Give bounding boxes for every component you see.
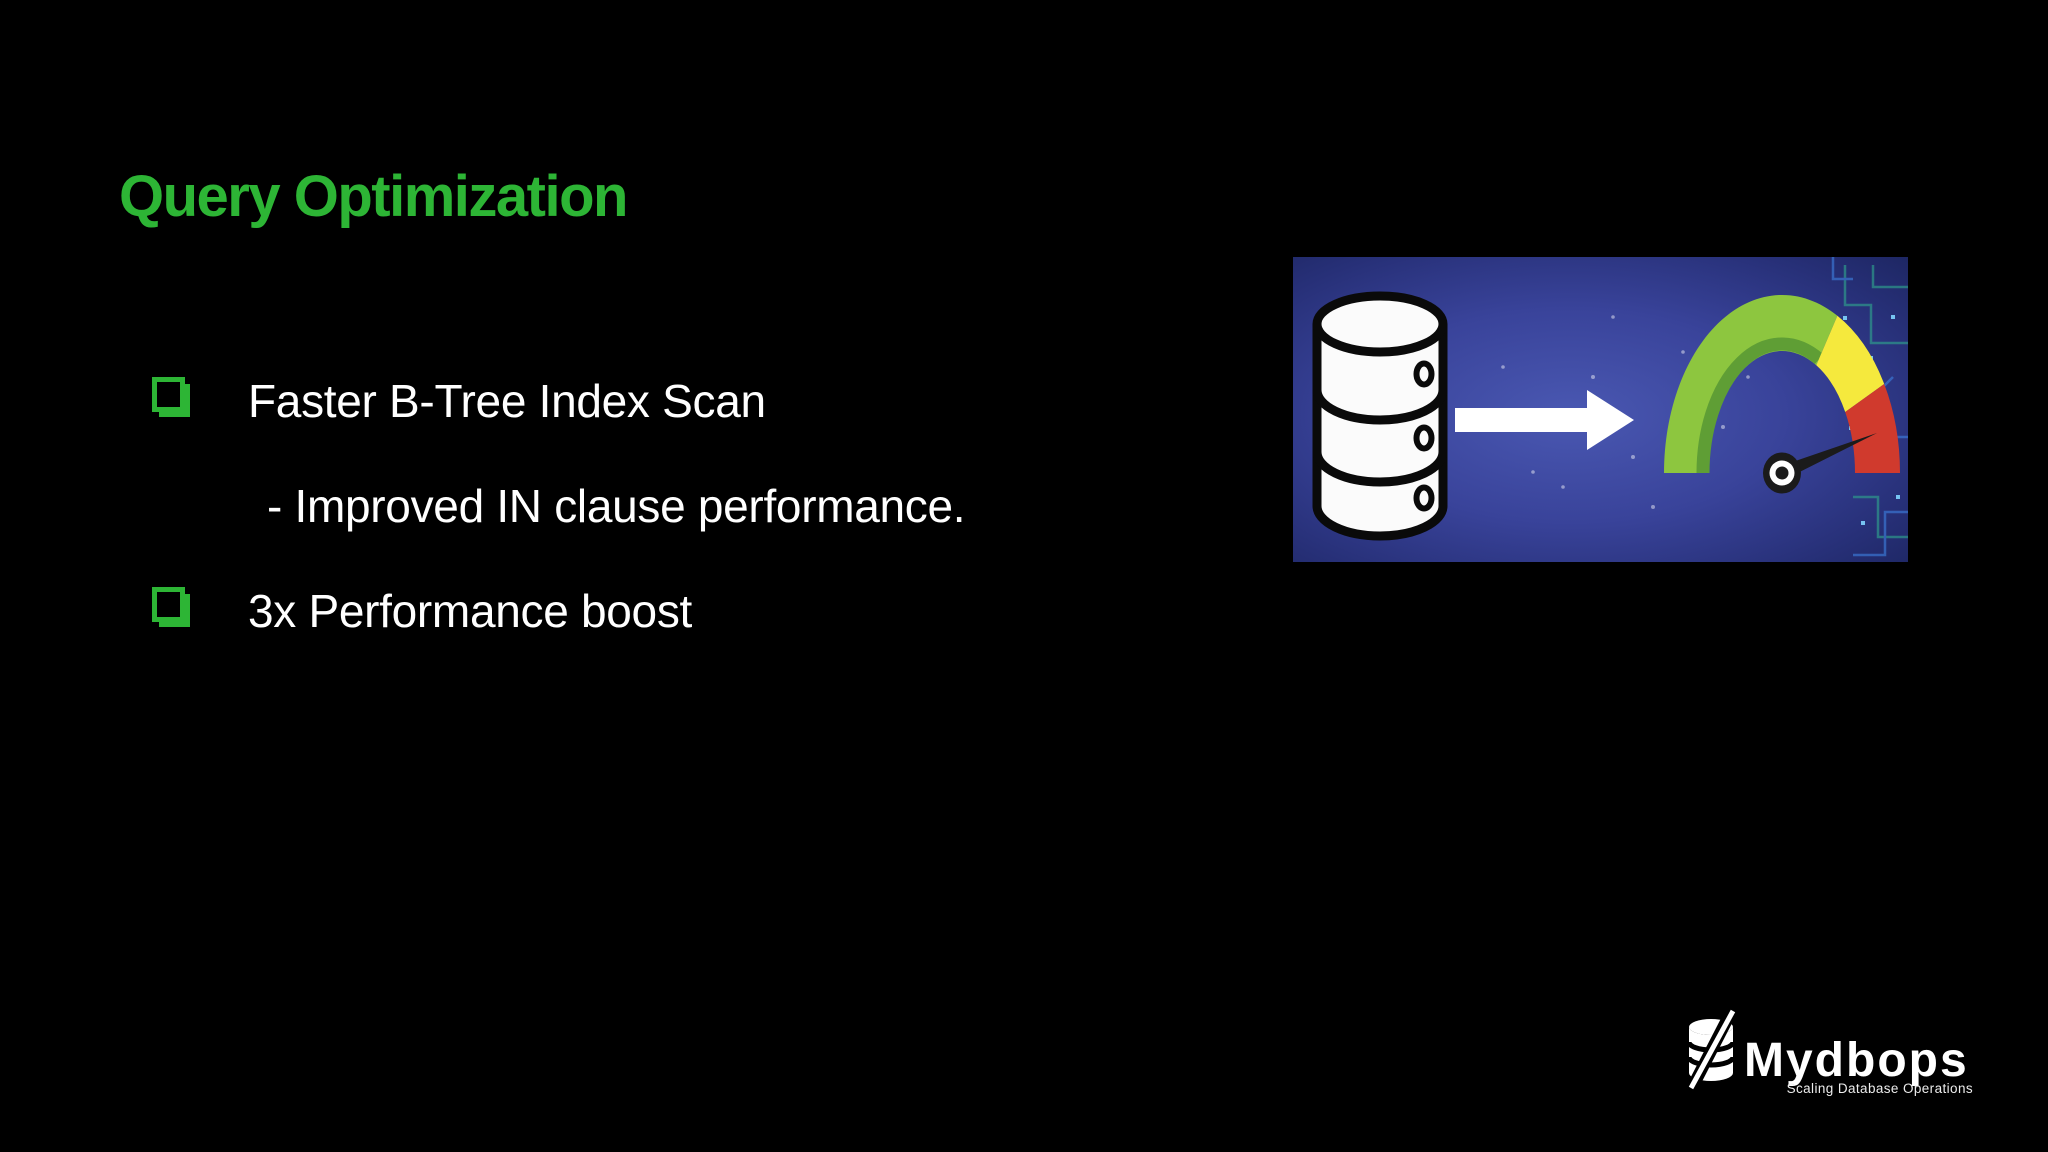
gauge-green-inner-rim — [1696, 337, 1824, 474]
slide-title: Query Optimization — [119, 164, 628, 229]
db-to-speed-illustration — [1293, 257, 1908, 562]
gauge-yellow-segment — [1816, 315, 1885, 412]
arrow-right-icon — [1455, 390, 1634, 450]
sub-bullet-text: - Improved IN clause performance. — [267, 480, 966, 532]
logo-wordmark: Mydbops — [1744, 1034, 1969, 1087]
bullet-text: Faster B-Tree Index Scan — [248, 375, 766, 427]
gauge-red-segment — [1845, 384, 1900, 473]
bullet-checkbox-icon — [152, 587, 185, 622]
bullet-checkbox-icon — [152, 377, 185, 412]
database-slash-icon — [1686, 1009, 1736, 1090]
illustration-canvas — [1293, 257, 1908, 562]
database-icon — [1312, 291, 1448, 541]
bullet-text: 3x Performance boost — [248, 585, 693, 637]
speedometer-gauge-icon — [1664, 294, 1900, 494]
gauge-needle-icon — [1763, 433, 1877, 494]
logo-tagline: Scaling Database Operations — [1786, 1081, 1973, 1096]
sparkle-dots — [1501, 315, 1750, 509]
